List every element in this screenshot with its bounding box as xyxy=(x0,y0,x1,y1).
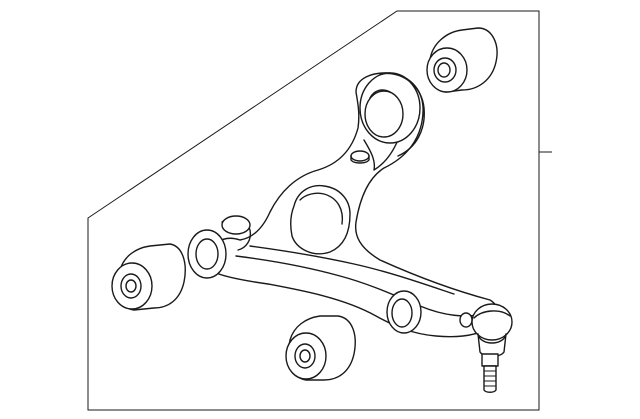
bushing-left xyxy=(111,243,186,311)
control-arm-rib xyxy=(299,192,344,225)
rear-eye-bore xyxy=(391,298,413,328)
assembly-outline xyxy=(87,10,540,411)
upper-eye-flange xyxy=(379,72,425,157)
upper-eye-inner-lip xyxy=(369,89,391,99)
ball-joint-housing-lip xyxy=(473,310,511,319)
upper-eye-bore xyxy=(364,90,404,138)
control-arm-upper-rib xyxy=(363,139,399,171)
control-arm-lower-flange xyxy=(235,255,483,317)
bushing-bottom-sleeve xyxy=(294,343,316,369)
ball-joint-thread-lines xyxy=(484,370,496,387)
bushing-bottom xyxy=(285,315,356,381)
bushing-top-right-bore xyxy=(437,62,451,78)
bushing-top-right-sleeve xyxy=(433,57,457,83)
bushing-left-sleeve xyxy=(120,273,142,299)
left-eye-bore xyxy=(195,238,219,270)
control-arm xyxy=(187,72,499,338)
control-arm-body xyxy=(203,72,499,338)
bushing-left-bore xyxy=(125,279,137,293)
ball-joint-stud xyxy=(481,353,499,367)
left-eye-boss-cap xyxy=(221,215,251,235)
upper-arm-boss xyxy=(350,150,370,162)
control-arm-edge-line xyxy=(249,245,455,295)
bushing-top-right xyxy=(426,27,498,93)
upper-arm-boss-side xyxy=(350,155,370,164)
bushing-bottom-bore xyxy=(299,349,311,363)
ball-joint-rivet xyxy=(459,312,473,328)
control-arm-pocket xyxy=(289,184,351,255)
ball-joint xyxy=(471,303,513,393)
ball-joint-thread xyxy=(483,365,497,393)
